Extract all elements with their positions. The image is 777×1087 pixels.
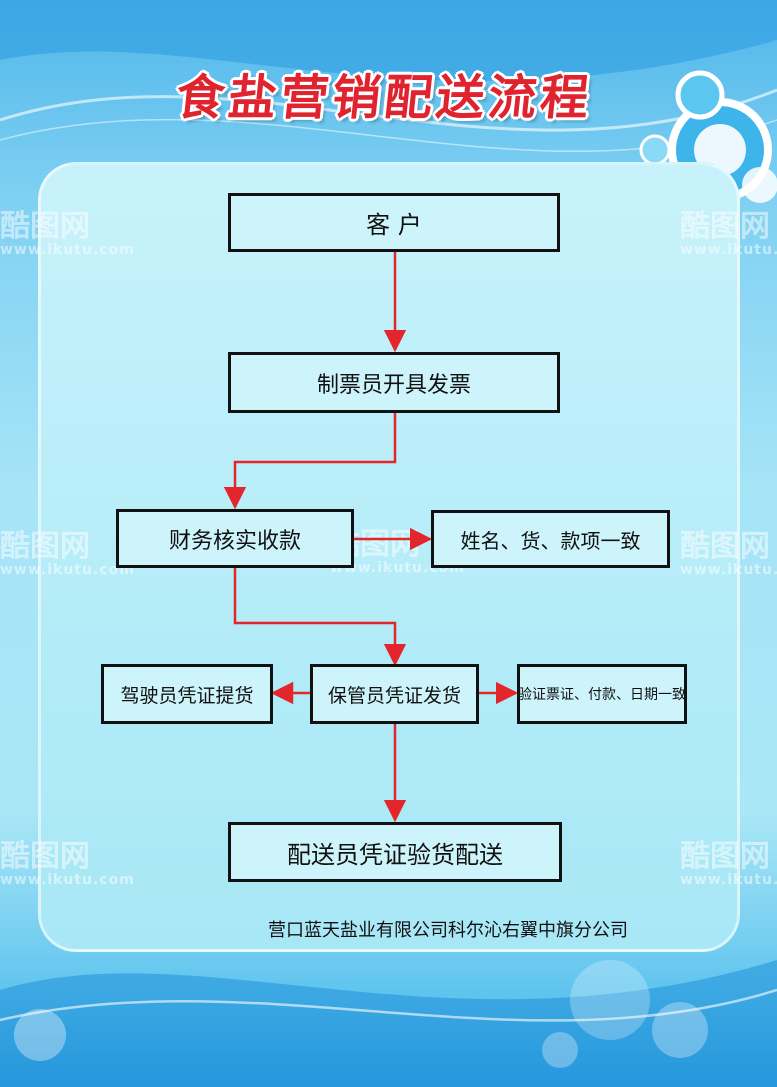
- node-keeper: 保管员凭证发货: [310, 664, 479, 724]
- node-invoicer: 制票员开具发票: [228, 352, 560, 413]
- node-finance-check: 姓名、货、款项一致: [431, 510, 670, 568]
- node-customer: 客 户: [228, 193, 560, 252]
- node-driver: 驾驶员凭证提货: [101, 664, 273, 724]
- arrow-invoicer-to-finance: [223, 413, 397, 510]
- node-delivery: 配送员凭证验货配送: [228, 822, 562, 882]
- node-keeper-check: 验证票证、付款、日期一致: [517, 664, 687, 724]
- node-finance: 财务核实收款: [116, 509, 354, 568]
- company-name: 营口蓝天盐业有限公司科尔沁右翼中旗分公司: [268, 920, 628, 941]
- arrow-finance-to-keeper: [233, 568, 407, 667]
